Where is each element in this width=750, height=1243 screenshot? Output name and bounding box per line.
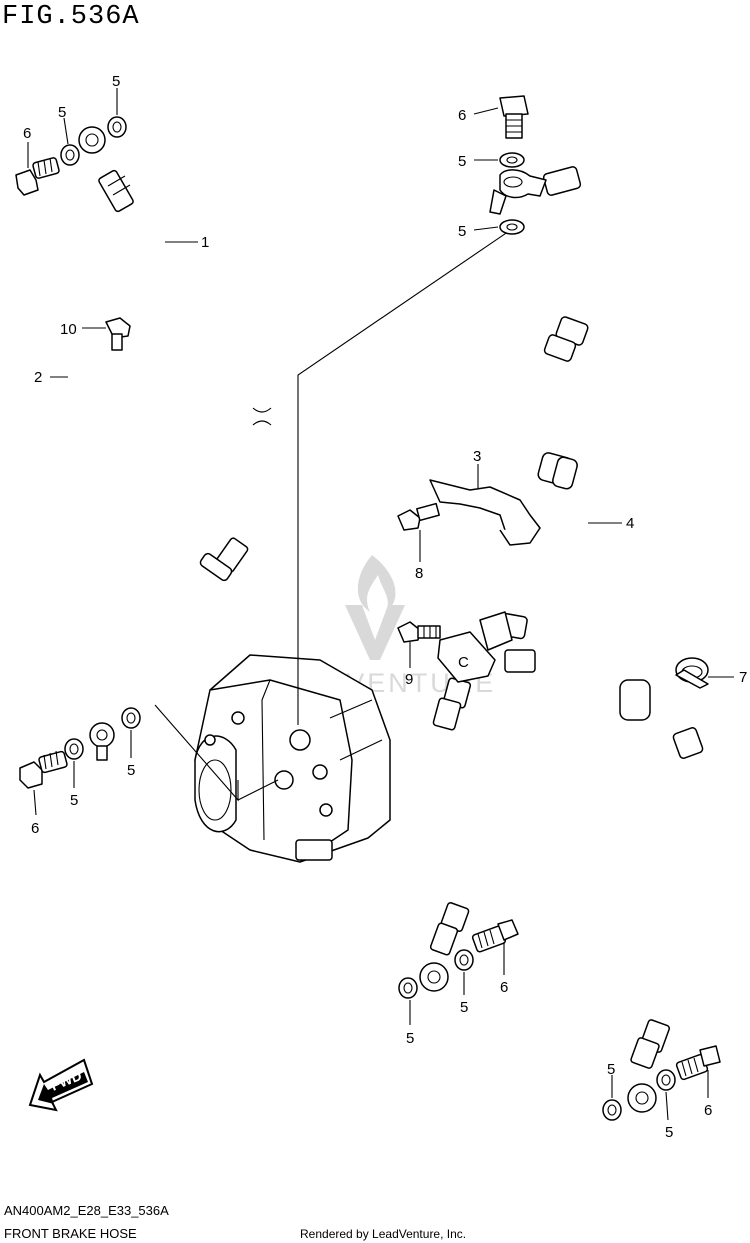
abs-unit xyxy=(194,654,391,863)
callout-7: 7 xyxy=(739,669,747,686)
brake-hose-1 xyxy=(78,126,272,604)
callout-6-a: 6 xyxy=(23,125,31,142)
callout-3: 3 xyxy=(473,448,481,465)
callout-c: C xyxy=(458,654,469,671)
fwd-arrow-icon: FWD xyxy=(28,1058,94,1112)
callout-5-h: 5 xyxy=(406,1030,414,1047)
callout-8: 8 xyxy=(415,565,423,582)
clamp-wire-2 xyxy=(38,358,189,478)
callout-2: 2 xyxy=(34,369,42,386)
callout-6-b: 6 xyxy=(458,107,466,124)
bolt-6-left-abs xyxy=(19,750,68,789)
callout-5-j: 5 xyxy=(607,1061,615,1078)
brake-hose-lower-right xyxy=(504,649,724,1113)
figure-name: FRONT BRAKE HOSE xyxy=(4,1226,137,1241)
brake-hose-lower-left xyxy=(419,676,473,992)
washers-5 xyxy=(60,116,676,1121)
bolt-6-top-left xyxy=(15,157,60,196)
leadventure-logo-icon xyxy=(345,555,405,660)
callout-5-c: 5 xyxy=(458,153,466,170)
callout-5-b: 5 xyxy=(58,104,66,121)
brake-joint: C xyxy=(437,611,513,683)
figure-code: AN400AM2_E28_E33_536A xyxy=(4,1203,169,1218)
callout-6-e: 6 xyxy=(704,1102,712,1119)
callouts: 1 2 3 4 5 5 5 5 5 5 5 5 5 5 6 6 6 6 xyxy=(23,73,747,1141)
callout-5-i: 5 xyxy=(665,1124,673,1141)
callout-9: 9 xyxy=(405,671,413,688)
callout-5-f: 5 xyxy=(70,792,78,809)
callout-5-d: 5 xyxy=(458,223,466,240)
callout-5-g: 5 xyxy=(460,999,468,1016)
bolt-10 xyxy=(105,317,131,351)
callout-6-d: 6 xyxy=(500,979,508,996)
bolt-6-lower-mid xyxy=(471,919,519,953)
bolt-9 xyxy=(397,621,441,643)
callout-5-e: 5 xyxy=(127,762,135,779)
callout-4: 4 xyxy=(626,515,634,532)
bolt-6-upper-right xyxy=(499,95,529,139)
figure-title: FIG.536A xyxy=(2,2,140,32)
render-credit: Rendered by LeadVenture, Inc. xyxy=(300,1227,467,1241)
bracket-3 xyxy=(429,479,541,546)
bolt-8 xyxy=(397,502,440,531)
brake-hose-4 xyxy=(489,166,644,640)
callout-5-a: 5 xyxy=(112,73,120,90)
callout-10: 10 xyxy=(60,321,77,338)
brake-pipe-left xyxy=(89,581,214,761)
leader-lines xyxy=(154,224,519,802)
callout-6-c: 6 xyxy=(31,820,39,837)
clamp-7 xyxy=(675,657,709,689)
bolt-6-lower-right xyxy=(675,1045,721,1081)
callout-1: 1 xyxy=(201,234,209,251)
